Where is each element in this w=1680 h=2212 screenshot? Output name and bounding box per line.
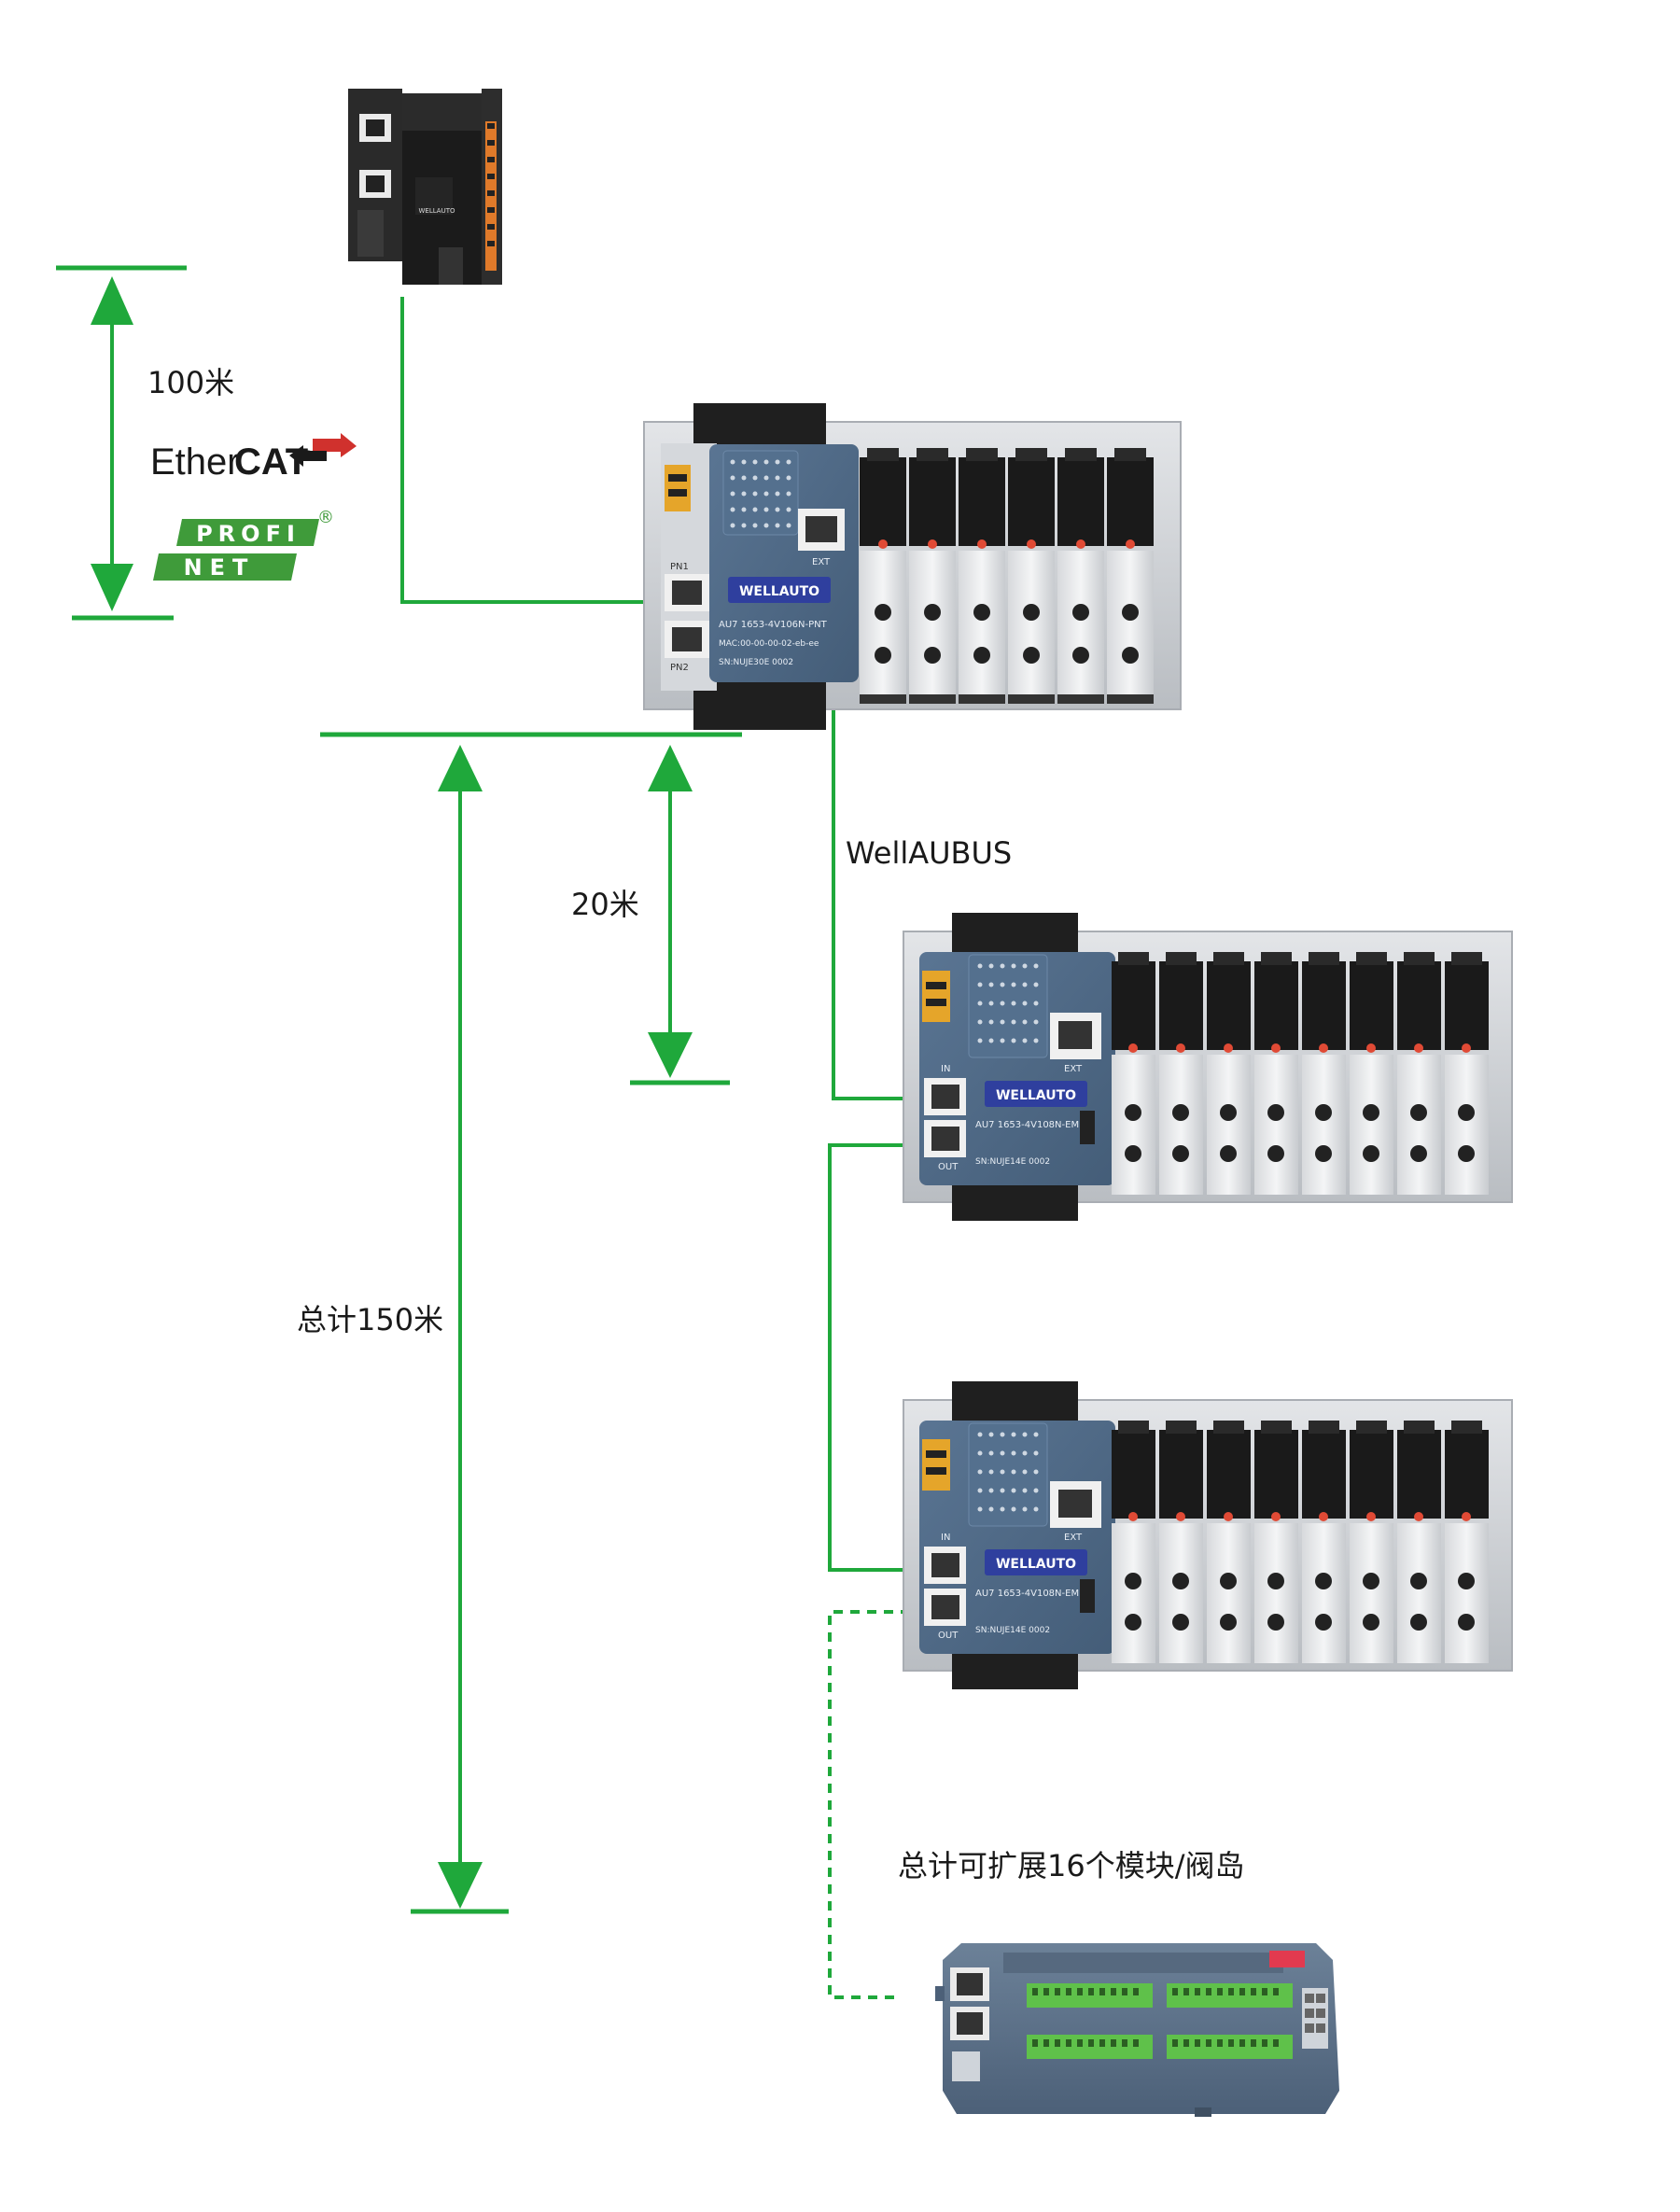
svg-text:PN1: PN1: [670, 562, 689, 572]
up-arrow-icon: [648, 745, 693, 791]
valve-island-main: PN1 PN2 EXT WELLAUTO AU7 1653-4V106N-PNT…: [643, 403, 1182, 730]
dimension-100m: 100米: [56, 265, 234, 621]
valve-main-mac: MAC:00-00-00-02-eb-ee: [719, 639, 819, 649]
expand-label: 总计可扩展16个模块/阀岛: [898, 1848, 1245, 1883]
svg-text:EXT: EXT: [1064, 1533, 1083, 1543]
valve-island-ext-1: EXT IN OUT WELLAUTO AU7 1653-4V108N-EM S…: [903, 913, 1513, 1221]
down-arrow-icon: [438, 1862, 483, 1909]
bus-label: WellAUBUS: [846, 835, 1012, 871]
valve-ext2-valves: [1112, 1421, 1489, 1663]
valve-main-sn: SN:NUJE30E 0002: [719, 658, 793, 667]
io-expansion-module: [935, 1943, 1339, 2117]
valve-ext1-brand: WELLAUTO: [996, 1088, 1076, 1103]
ethercat-logo: Ether CAT ®: [150, 433, 357, 483]
dimension-total: 总计150米: [297, 745, 509, 1914]
valve-island-ext-2: EXT IN OUT WELLAUTO AU7 1653-4V108N-EM S…: [903, 1381, 1513, 1689]
plc-brand: WELLAUTO: [418, 207, 455, 215]
svg-text:NET: NET: [184, 554, 256, 581]
wellaubus-cable-1: [832, 539, 910, 1100]
up-arrow-icon: [91, 276, 133, 325]
valve-ext2-model: AU7 1653-4V108N-EM: [975, 1589, 1079, 1599]
valve-ext1-valves: [1112, 952, 1489, 1195]
ethernet-cable-plc: [400, 297, 644, 604]
profinet-logo: PROFI NET ®: [153, 508, 334, 581]
dist-20-label: 20米: [571, 887, 639, 922]
valve-ext1-model: AU7 1653-4V108N-EM: [975, 1120, 1079, 1130]
down-arrow-icon: [648, 1032, 693, 1078]
svg-text:IN: IN: [941, 1064, 950, 1074]
plc-terminals: [485, 121, 497, 271]
svg-text:Ether: Ether: [150, 441, 240, 483]
svg-text:PN2: PN2: [670, 663, 689, 673]
svg-text:OUT: OUT: [938, 1162, 959, 1172]
plc-controller: WELLAUTO: [348, 89, 502, 285]
valve-ext2-brand: WELLAUTO: [996, 1557, 1076, 1572]
svg-text:EXT: EXT: [1064, 1064, 1083, 1074]
dist-100-label: 100米: [147, 365, 234, 400]
svg-text:EXT: EXT: [812, 557, 831, 567]
valve-main-valves: [860, 448, 1154, 704]
svg-text:PROFI: PROFI: [196, 521, 301, 547]
dimension-20m: 20米: [320, 732, 742, 1085]
svg-text:CAT: CAT: [234, 441, 308, 483]
svg-text:OUT: OUT: [938, 1631, 959, 1641]
dist-total-label: 总计150米: [297, 1302, 443, 1337]
valve-ext2-sn: SN:NUJE14E 0002: [975, 1626, 1050, 1635]
up-arrow-icon: [438, 745, 483, 791]
valve-main-brand: WELLAUTO: [739, 584, 819, 599]
svg-text:®: ®: [317, 508, 334, 527]
wellaubus-cable-2: [828, 1143, 910, 1572]
wellaubus-cable-expansion: [828, 1610, 910, 1999]
svg-text:IN: IN: [941, 1533, 950, 1543]
down-arrow-icon: [91, 564, 133, 611]
valve-main-model: AU7 1653-4V106N-PNT: [719, 620, 828, 630]
valve-ext1-sn: SN:NUJE14E 0002: [975, 1157, 1050, 1167]
